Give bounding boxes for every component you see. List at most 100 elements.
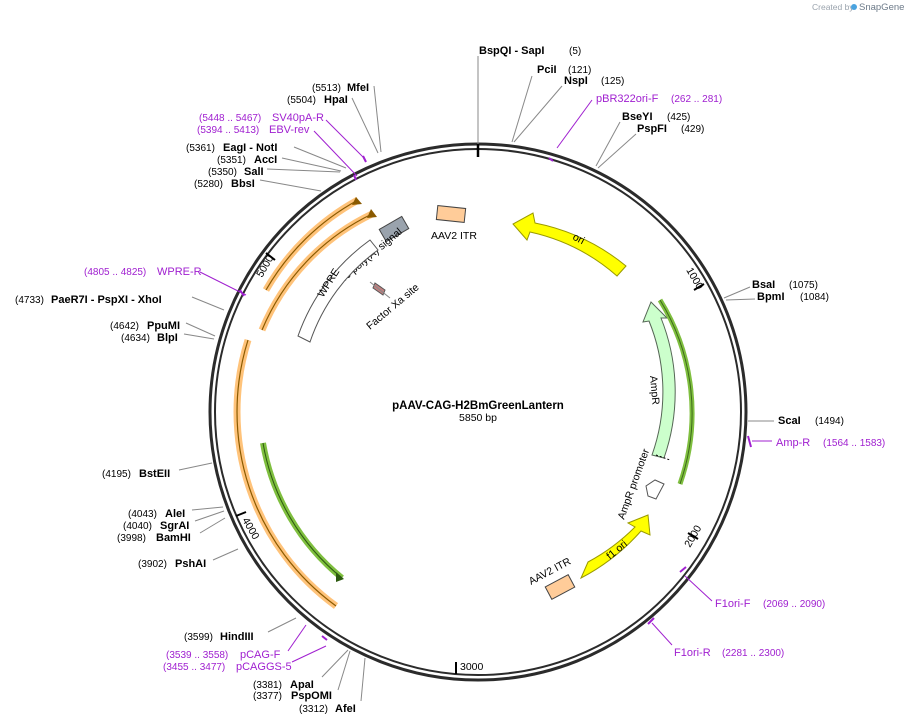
credit: Created by SnapGene xyxy=(812,2,904,13)
enzyme-pos-bsteii: (4195) xyxy=(102,469,131,480)
cds-orange-top-inner-line xyxy=(261,213,373,331)
feature-aav2-itr-top-label: AAV2 ITR xyxy=(431,230,477,242)
cds-green-left-line xyxy=(262,442,343,579)
tick-4000 xyxy=(235,511,247,517)
primer-amp-r[interactable]: Amp-R xyxy=(776,437,810,449)
feature-outer-arc-right-line xyxy=(659,299,693,485)
credit-brand: SnapGene xyxy=(859,2,904,13)
enzyme-pos-hpai: (5504) xyxy=(287,95,316,106)
tick-1000 xyxy=(693,283,705,291)
enzyme-pspfi[interactable]: PspFI xyxy=(637,123,667,135)
enzyme-pos-xhoi: (4733) xyxy=(15,295,44,306)
enzyme-blpi[interactable]: BlpI xyxy=(157,332,178,344)
enzyme-pos-pcii: (121) xyxy=(568,65,591,76)
enzyme-hpai[interactable]: HpaI xyxy=(324,94,348,106)
primer-pcag-f[interactable]: pCAG-F xyxy=(240,649,281,661)
primer-f1ori-f[interactable]: F1ori-F xyxy=(715,598,751,610)
cds-green-left-arrow xyxy=(336,572,344,582)
feature-ampr-promoter[interactable] xyxy=(645,479,665,500)
enzyme-bsteii[interactable]: BstEII xyxy=(139,468,170,480)
tick-label-3000: 3000 xyxy=(460,661,484,673)
primer-range-f1ori-r: (2281 .. 2300) xyxy=(722,648,784,659)
primer-labels: pBR322ori-F (262 .. 281) Amp-R (1564 .. … xyxy=(84,93,885,673)
primer-range-pcag-f: (3539 .. 3558) xyxy=(166,650,228,661)
enzyme-pos-apai: (3381) xyxy=(253,680,282,691)
factor-xa-line xyxy=(369,281,391,299)
enzyme-pos-pspomi: (3377) xyxy=(253,691,282,702)
tick-label-1000: 1000 xyxy=(683,266,705,292)
enzyme-nspi[interactable]: NspI xyxy=(564,75,588,87)
enzyme-pshai[interactable]: PshAI xyxy=(175,558,206,570)
primer-pcaggs-5[interactable]: pCAGGS-5 xyxy=(236,661,292,673)
enzyme-sgrai[interactable]: SgrAI xyxy=(160,520,189,532)
enzyme-pos-bbsi: (5280) xyxy=(194,179,223,190)
feature-aav2-itr-right[interactable] xyxy=(544,574,576,600)
enzyme-pos-afei: (3312) xyxy=(299,704,328,715)
enzyme-eagi-noti[interactable]: EagI - NotI xyxy=(223,142,277,154)
primer-connector-lines xyxy=(199,99,772,663)
primer-wpre-r[interactable]: WPRE-R xyxy=(157,266,202,278)
primer-sv40pa-r[interactable]: SV40pA-R xyxy=(272,112,324,124)
enzyme-pos-ppumi: (4642) xyxy=(110,321,139,332)
primer-range-ebv-rev: (5394 .. 5413) xyxy=(197,125,259,136)
primer-mark-f1ori-r xyxy=(647,617,655,625)
credit-prefix: Created by xyxy=(812,2,854,12)
feature-ori-label: ori xyxy=(571,231,587,247)
primer-mark-ampr xyxy=(747,435,752,448)
enzyme-pcii[interactable]: PciI xyxy=(537,64,557,76)
primer-f1ori-r[interactable]: F1ori-R xyxy=(674,647,711,659)
enzyme-pos-nspi: (125) xyxy=(601,76,624,87)
connector-lines xyxy=(178,56,774,702)
enzyme-pos-bamhi: (3998) xyxy=(117,533,146,544)
enzyme-afei[interactable]: AfeI xyxy=(335,703,356,715)
primer-range-pbr322ori-f: (262 .. 281) xyxy=(671,94,722,105)
enzyme-pos-bspqi: (5) xyxy=(569,46,581,57)
plasmid-length: 5850 bp xyxy=(459,412,497,424)
feature-f1-ori[interactable] xyxy=(579,514,651,580)
enzyme-bspqi-sapi[interactable]: BspQI - SapI xyxy=(479,45,544,57)
enzyme-pos-pspfi: (429) xyxy=(681,124,704,135)
enzyme-apai[interactable]: ApaI xyxy=(290,679,314,691)
enzyme-bseyi[interactable]: BseYI xyxy=(622,111,653,123)
tick-5000 xyxy=(265,252,276,261)
enzyme-pos-blpi: (4634) xyxy=(121,333,150,344)
enzyme-pos-mfei: (5513) xyxy=(312,83,341,94)
enzyme-alei[interactable]: AleI xyxy=(165,508,185,520)
primer-mark-pbr322 xyxy=(548,157,554,162)
enzyme-bsai[interactable]: BsaI xyxy=(752,279,775,291)
primer-pbr322ori-f[interactable]: pBR322ori-F xyxy=(596,93,659,105)
enzyme-paer7i-pspxi-xhoi[interactable]: PaeR7I - PspXI - XhoI xyxy=(51,294,162,306)
feature-ampr[interactable] xyxy=(642,301,676,459)
enzyme-bpmi[interactable]: BpmI xyxy=(757,291,785,303)
enzyme-scai[interactable]: ScaI xyxy=(778,415,801,427)
enzyme-pos-bseyi: (425) xyxy=(667,112,690,123)
enzyme-pspomi[interactable]: PspOMI xyxy=(291,690,332,702)
feature-wpre[interactable] xyxy=(297,239,379,343)
enzyme-ppumi[interactable]: PpuMI xyxy=(147,320,180,332)
enzyme-pos-acci: (5351) xyxy=(217,155,246,166)
enzyme-acci[interactable]: AccI xyxy=(254,154,277,166)
enzyme-pos-notí: (5361) xyxy=(186,143,215,154)
feature-sv40-polya[interactable] xyxy=(378,215,410,243)
primer-range-f1ori-f: (2069 .. 2090) xyxy=(763,599,825,610)
primer-range-pcaggs-5: (3455 .. 3477) xyxy=(163,662,225,673)
enzyme-bbsi[interactable]: BbsI xyxy=(231,178,255,190)
feature-aav2-itr-top[interactable] xyxy=(435,205,467,223)
ampr-dash xyxy=(655,454,671,461)
cds-orange-top-outer-line xyxy=(265,199,359,291)
feature-ori[interactable] xyxy=(512,212,627,277)
primer-range-wpre-r: (4805 .. 4825) xyxy=(84,267,146,278)
cds-orange-left xyxy=(233,338,339,609)
primer-range-amp-r: (1564 .. 1583) xyxy=(823,438,885,449)
enzyme-pos-pshai: (3902) xyxy=(138,559,167,570)
primer-ebv-rev[interactable]: EBV-rev xyxy=(269,124,310,136)
enzyme-bamhi[interactable]: BamHI xyxy=(156,532,191,544)
cds-green-left xyxy=(260,442,344,581)
enzyme-hindiii[interactable]: HindIII xyxy=(220,631,254,643)
enzyme-sali[interactable]: SalI xyxy=(244,166,264,178)
enzyme-mfei[interactable]: MfeI xyxy=(347,82,369,94)
feature-ampr-promoter-label: AmpR promoter xyxy=(616,447,653,521)
enzyme-pos-bsai: (1075) xyxy=(789,280,818,291)
enzyme-pos-scai: (1494) xyxy=(815,416,844,427)
